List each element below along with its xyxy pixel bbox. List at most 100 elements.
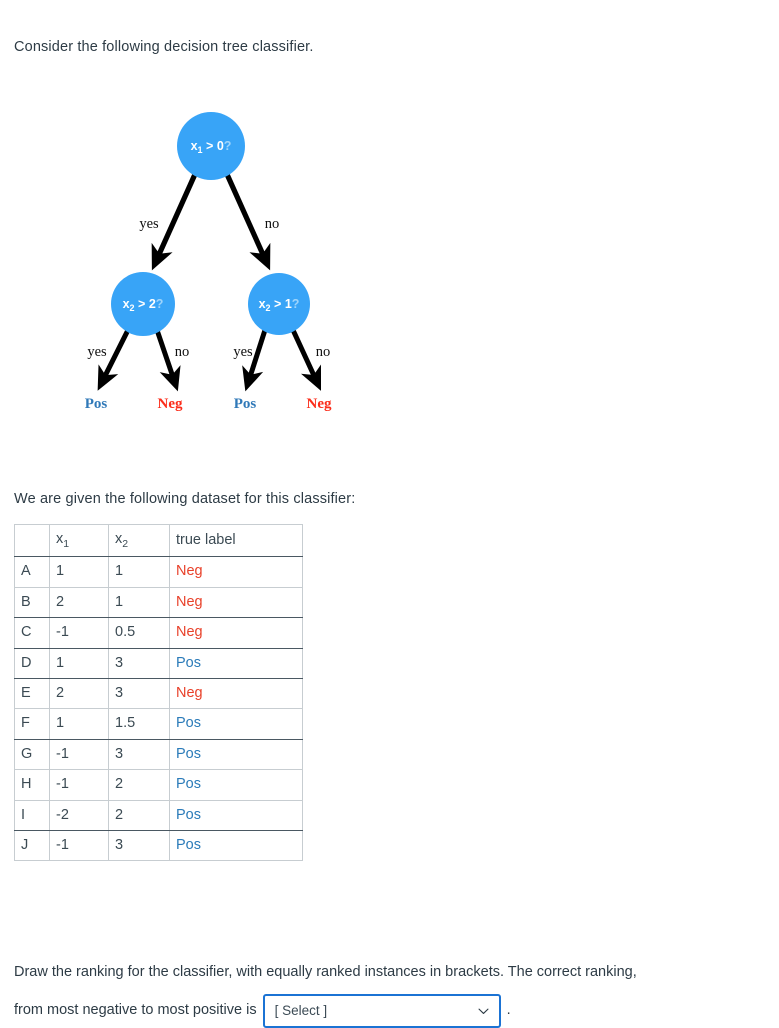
table-row: C -1 0.5 Neg [14, 617, 303, 649]
row-x1: 2 [49, 586, 109, 619]
root-threshold: 0 [217, 139, 224, 153]
left-node-label: x2 > 2? [123, 297, 164, 313]
row-x2: 3 [108, 738, 170, 771]
row-label: Pos [169, 769, 303, 801]
root-question-mark: ? [224, 139, 232, 153]
dataset-paragraph: We are given the following dataset for t… [14, 491, 356, 507]
tree-node-root: x1 > 0? [177, 112, 245, 180]
left-question-mark: ? [156, 297, 164, 311]
column-header-id [14, 523, 50, 558]
table-row: H -1 2 Pos [14, 769, 303, 801]
tree-edge-right-no [290, 328, 322, 391]
row-id: E [14, 678, 50, 710]
edge-label-root-yes: yes [139, 216, 159, 232]
row-id: C [14, 617, 50, 649]
row-x2: 3 [108, 678, 170, 710]
row-x2: 1 [108, 556, 170, 588]
right-operator: > [274, 297, 281, 311]
row-x1: -1 [49, 738, 109, 771]
row-x2: 2 [108, 799, 170, 832]
edge-label-left-no: no [175, 344, 190, 360]
row-x2: 1.5 [108, 708, 170, 740]
row-id: I [14, 799, 50, 832]
intro-paragraph: Consider the following decision tree cla… [14, 39, 314, 55]
root-feature: x [191, 139, 198, 153]
right-threshold: 1 [285, 297, 292, 311]
root-node-circle [177, 112, 245, 180]
row-label: Neg [169, 678, 303, 710]
leaf-label-right-yes: Pos [234, 396, 257, 412]
ranking-select[interactable]: [ Select ] [262, 994, 501, 1028]
ranking-select-value: [ Select ] [274, 1002, 328, 1018]
tree-node-right: x2 > 1? [248, 273, 310, 335]
leaf-label-right-no: Neg [307, 396, 332, 412]
tree-edge-root-yes [151, 170, 199, 271]
tree-edge-left-no [154, 329, 181, 392]
row-id: F [14, 708, 50, 740]
root-subscript: 1 [198, 145, 203, 155]
row-x1: -2 [49, 799, 109, 832]
row-x1: -1 [49, 617, 109, 649]
row-id: B [14, 586, 50, 619]
tree-edge-root-no [223, 170, 271, 271]
right-node-label: x2 > 1? [259, 297, 300, 313]
left-operator: > [138, 297, 145, 311]
column-header-x2: x2 [108, 523, 170, 558]
edge-label-root-no: no [265, 216, 280, 232]
row-label: Neg [169, 586, 303, 619]
tree-edge-left-yes [97, 328, 131, 391]
left-subscript: 2 [130, 303, 135, 313]
row-id: G [14, 738, 50, 771]
row-label: Neg [169, 556, 303, 588]
edge-label-right-no: no [316, 344, 331, 360]
row-x1: 1 [49, 647, 109, 680]
row-label: Neg [169, 617, 303, 649]
chevron-down-icon [478, 1008, 489, 1015]
right-node-circle [248, 273, 310, 335]
row-label: Pos [169, 738, 303, 771]
trailing-period: . [506, 1002, 511, 1019]
left-node-circle [111, 272, 175, 336]
row-x2: 3 [108, 829, 170, 862]
row-id: A [14, 556, 50, 588]
ranking-question-block: Draw the ranking for the classifier, wit… [14, 955, 769, 1028]
table-row: A 1 1 Neg [14, 556, 303, 588]
table-row: F 1 1.5 Pos [14, 708, 303, 740]
edge-label-left-yes: yes [87, 344, 107, 360]
tree-edge-right-yes [242, 329, 268, 392]
tree-node-left: x2 > 2? [111, 272, 175, 336]
root-operator: > [206, 139, 213, 153]
table-row: E 2 3 Neg [14, 678, 303, 710]
decision-tree-figure: x1 > 0? x2 > 2? x2 > 1? yes no yes no ye… [0, 92, 420, 432]
row-id: D [14, 647, 50, 680]
row-label: Pos [169, 799, 303, 832]
row-label: Pos [169, 829, 303, 862]
right-subscript: 2 [266, 303, 271, 313]
question-line-1: Draw the ranking for the classifier, wit… [14, 964, 637, 980]
table-header-row: x1 x2 true label [14, 523, 303, 558]
row-x1: -1 [49, 769, 109, 801]
right-feature: x [259, 297, 266, 311]
table-row: J -1 3 Pos [14, 829, 303, 862]
left-feature: x [123, 297, 130, 311]
edge-label-right-yes: yes [233, 344, 253, 360]
leaf-label-left-yes: Pos [85, 396, 108, 412]
row-x2: 2 [108, 769, 170, 801]
row-label: Pos [169, 708, 303, 740]
table-row: B 2 1 Neg [14, 586, 303, 619]
left-threshold: 2 [149, 297, 156, 311]
row-x1: 2 [49, 678, 109, 710]
root-node-label: x1 > 0? [191, 139, 232, 155]
right-question-mark: ? [292, 297, 300, 311]
row-id: J [14, 829, 50, 862]
row-x1: 1 [49, 556, 109, 588]
row-label: Pos [169, 647, 303, 680]
row-x1: -1 [49, 829, 109, 862]
row-x1: 1 [49, 708, 109, 740]
table-body: A 1 1 Neg B 2 1 Neg C -1 0.5 Neg D 1 3 P… [14, 556, 303, 862]
leaf-label-left-no: Neg [158, 396, 183, 412]
table-row: G -1 3 Pos [14, 738, 303, 771]
column-header-x1: x1 [49, 523, 109, 558]
row-x2: 0.5 [108, 617, 170, 649]
row-x2: 3 [108, 647, 170, 680]
